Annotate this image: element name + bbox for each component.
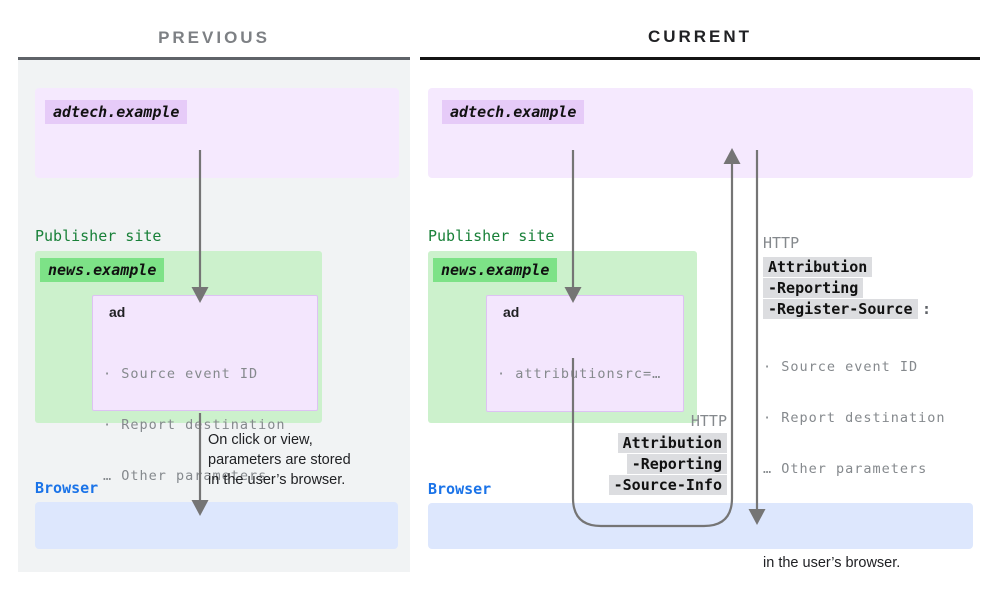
register-source-item: · Source event ID [763,359,919,375]
annotation-line: parameters are stored [208,452,351,468]
current-browser-box [428,503,973,549]
current-column-title: CURRENT [647,27,753,46]
header-register-source: -Register-Source [763,299,918,319]
header-attribution: Attribution [763,257,873,277]
current-adtech-domain-label: adtech.example [442,100,585,124]
previous-adtech-domain-label: adtech.example [45,100,188,124]
previous-ad-item: · Report destination [103,417,286,433]
previous-ad-parameter-list: · Source event ID · Report destination …… [103,332,317,519]
current-ad-item: · attributionsrc=… [497,366,662,382]
current-ad-parameter-list: · attributionsrc=… [497,332,683,417]
register-source-item: · Report destination [763,410,946,426]
current-browser-label: Browser [428,480,492,498]
previous-ad-title: ad [109,304,126,320]
previous-news-domain-label: news.example [40,258,165,282]
annotation-line: in the user’s browser. [208,472,346,488]
http-protocol-label: HTTP [763,234,800,252]
header-reporting: -Reporting [763,278,864,298]
previous-ad-item: · Source event ID [103,366,259,382]
previous-column-title: PREVIOUS [158,28,270,47]
register-source-block: HTTP Attribution -Reporting -Register-So… [763,234,988,573]
previous-ad-box: ad · Source event ID · Report destinatio… [92,295,318,484]
previous-ad-item: … Other parameters [103,468,268,484]
current-ad-title: ad [503,304,520,320]
header-attribution: Attribution [617,433,727,453]
header-colon: : [921,300,931,318]
http-protocol-label: HTTP [690,412,727,430]
register-source-item: … Other parameters [763,461,928,477]
register-source-parameter-list: · Source event ID · Report destination …… [763,325,988,512]
current-title-rule [420,57,980,60]
previous-storage-annotation: On click or view, parameters are stored … [208,430,351,490]
header-reporting: -Reporting [626,454,727,474]
source-info-block: HTTP Attribution -Reporting -Source-Info [560,412,727,496]
annotation-line: On click or view, [208,432,313,448]
current-publisher-site-label: Publisher site [428,227,555,245]
previous-title-rule [18,57,410,60]
current-news-domain-label: news.example [433,258,558,282]
previous-browser-box [35,502,398,549]
previous-publisher-site-label: Publisher site [35,227,162,245]
previous-adtech-box: adtech.example [35,88,399,178]
annotation-line: in the user’s browser. [763,555,901,571]
previous-browser-label: Browser [35,479,99,497]
header-source-info: -Source-Info [608,475,727,495]
current-ad-box: ad · attributionsrc=… [486,295,684,412]
current-adtech-box: adtech.example [428,88,973,178]
